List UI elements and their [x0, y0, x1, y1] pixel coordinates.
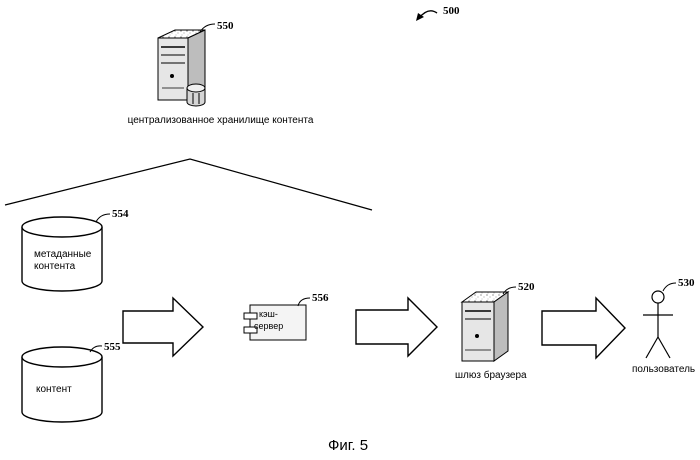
- ref-554: 554: [112, 208, 129, 220]
- user-stick-figure-icon: [643, 291, 673, 358]
- flow-arrow-cache-to-gateway: [356, 298, 437, 356]
- figure-ref-arrow: [416, 11, 437, 21]
- hierarchy-roof-line: [5, 159, 372, 210]
- ref-555: 555: [104, 341, 121, 353]
- cache-server-label-line2: сервер: [254, 321, 283, 332]
- ref-530: 530: [678, 277, 695, 289]
- central-storage-label: централизованное хранилище контента: [0, 115, 441, 127]
- figure-number: 500: [443, 5, 460, 17]
- metadata-db-label-line1: метаданные: [34, 249, 91, 261]
- leader-line-554: [96, 214, 110, 222]
- cache-server-label-line1: кэш-: [259, 309, 278, 320]
- ref-520: 520: [518, 281, 535, 293]
- browser-gateway-server-icon: [462, 292, 508, 361]
- content-db-label: контент: [36, 384, 72, 396]
- figure-caption: Фиг. 5: [328, 437, 368, 455]
- user-label: пользователь: [632, 364, 695, 376]
- metadata-db-label-line2: контента: [34, 261, 75, 273]
- ref-550: 550: [217, 20, 234, 32]
- browser-gateway-label: шлюз браузера: [455, 370, 527, 382]
- flow-arrow-db-to-cache: [123, 298, 203, 356]
- flow-arrow-gateway-to-user: [542, 298, 625, 358]
- leader-line-530: [663, 283, 676, 291]
- ref-556: 556: [312, 292, 329, 304]
- central-storage-server-icon: [158, 30, 205, 106]
